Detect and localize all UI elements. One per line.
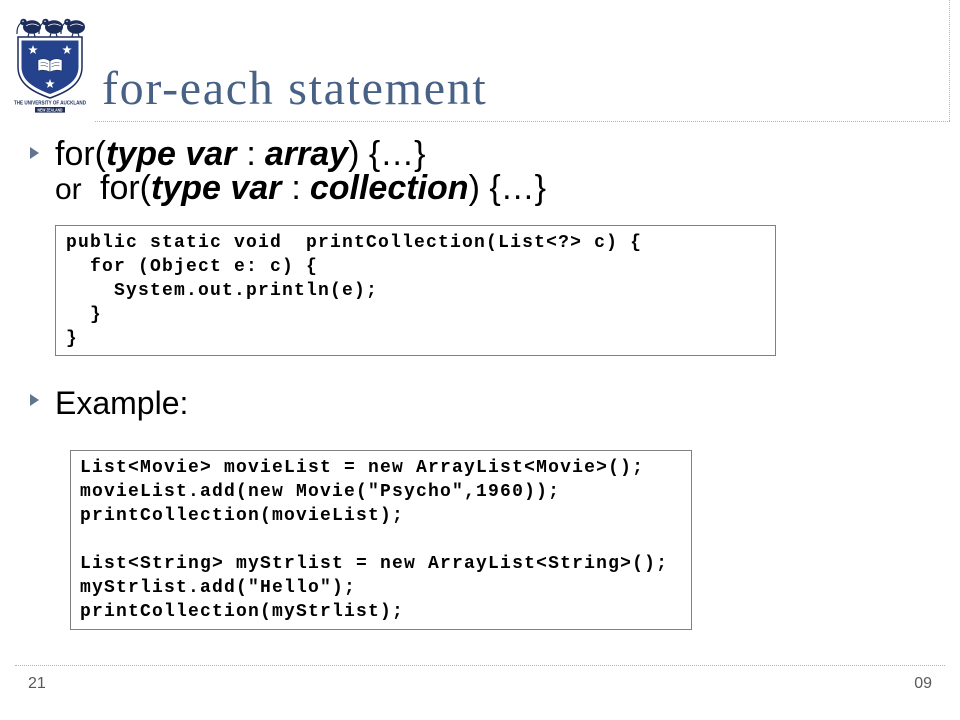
- type-var-placeholder: type var: [151, 169, 282, 207]
- body-close: ) {…}: [468, 169, 547, 207]
- logo-country-band: [35, 107, 65, 113]
- code-line: public static void printCollection(List<…: [66, 233, 643, 253]
- code-line: }: [66, 329, 79, 349]
- open-book-icon: [37, 58, 63, 73]
- for-open: for(: [100, 169, 151, 207]
- array-form-syntax: for(type var:array) {…}: [55, 137, 546, 171]
- code-line: List<String> myStrlist = new ArrayList<S…: [80, 554, 669, 574]
- for-open: for(: [55, 135, 106, 173]
- or-connector: or: [55, 173, 82, 206]
- star-icon: [45, 79, 55, 89]
- collection-placeholder: collection: [309, 169, 469, 207]
- kiwi-icon: [38, 18, 63, 37]
- logo-university-name: THE UNIVERSITY OF AUCKLAND: [14, 101, 86, 107]
- type-var-placeholder: type var: [106, 135, 237, 173]
- colon-separator: :: [246, 135, 256, 173]
- colon-separator: :: [291, 169, 301, 207]
- code-line: for (Object e: c) {: [66, 257, 319, 277]
- slide-title: for-each statement: [102, 62, 488, 115]
- example-label: Example:: [55, 385, 189, 421]
- kiwi-icon: [16, 18, 41, 37]
- body-close: ) {…}: [348, 135, 426, 173]
- footer-divider: [15, 665, 945, 666]
- collection-form-syntax: or for(type var:collection) {…}: [55, 169, 547, 207]
- star-icon: [62, 45, 72, 55]
- logo-country-name: NEW ZEALAND: [38, 107, 63, 112]
- code-group-movie: List<Movie> movieList = new ArrayList<Mo…: [80, 456, 691, 528]
- footer-right-text: 09: [914, 675, 932, 692]
- star-icon: [28, 45, 38, 55]
- code-group-string: List<String> myStrlist = new ArrayList<S…: [80, 552, 691, 624]
- code-line: printCollection(movieList);: [80, 506, 405, 526]
- code-line: List<Movie> movieList = new ArrayList<Mo…: [80, 458, 645, 478]
- code-block-example: List<Movie> movieList = new ArrayList<Mo…: [70, 450, 692, 630]
- triangle-bullet-icon: [30, 394, 39, 406]
- university-crest-icon: THE UNIVERSITY OF AUCKLAND NEW ZEALAND: [14, 18, 86, 113]
- code-line: printCollection(myStrlist);: [80, 602, 405, 622]
- array-placeholder: array: [264, 135, 349, 173]
- triangle-bullet-icon: [30, 147, 39, 159]
- code-line: }: [66, 305, 103, 325]
- page-number: 21: [28, 675, 46, 692]
- code-line: myStrlist.add("Hello");: [80, 578, 357, 598]
- code-block-print-collection: public static void printCollection(List<…: [55, 225, 776, 356]
- kiwi-icon: [60, 18, 85, 37]
- code-line: movieList.add(new Movie("Psycho",1960));: [80, 482, 561, 502]
- right-edge-divider: [949, 0, 950, 121]
- title-divider: [95, 121, 950, 122]
- code-line: System.out.println(e);: [66, 281, 379, 301]
